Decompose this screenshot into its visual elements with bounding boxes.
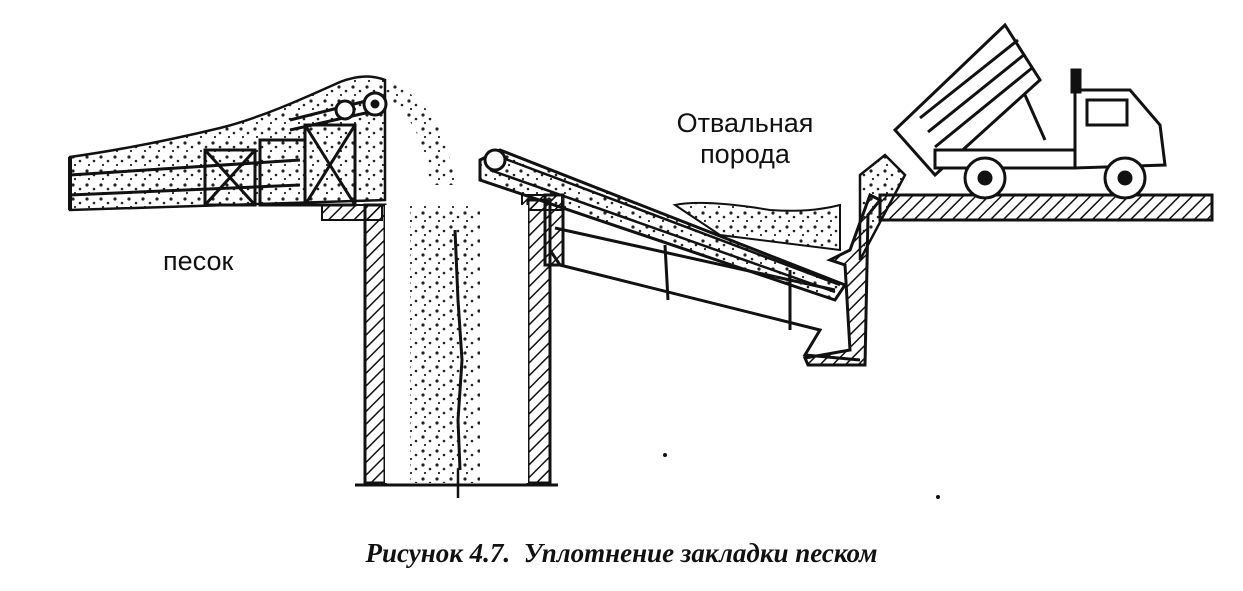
waste-rock-pile [672, 201, 841, 252]
waste-rock-label: Отвальная порода [665, 108, 825, 170]
sand-stockpile [68, 75, 387, 212]
sand-label: песок [163, 246, 234, 276]
ground-surface [878, 193, 1214, 222]
figure-number: Рисунок 4.7. [365, 538, 511, 568]
falling-sand-stream [380, 85, 455, 185]
stray-dot [663, 453, 667, 457]
waste-rock-label-line2: порода [700, 139, 790, 170]
rock-conveyor [478, 148, 848, 302]
dump-truck [892, 22, 1167, 200]
vertical-shaft [355, 198, 558, 498]
stray-dot [936, 495, 940, 499]
rock-bunker [802, 153, 907, 367]
figure-caption: Рисунок 4.7. Уплотнение закладки песком [0, 538, 1243, 569]
waste-rock-label-line1: Отвальная [676, 108, 814, 138]
sand-conveyor [289, 91, 388, 132]
timber-frame [203, 123, 357, 207]
figure-title: Уплотнение закладки песком [523, 538, 878, 568]
